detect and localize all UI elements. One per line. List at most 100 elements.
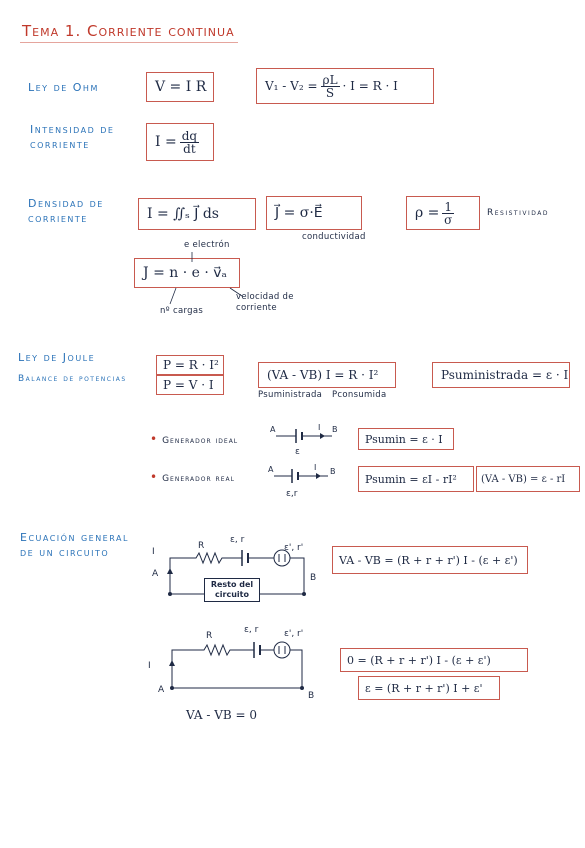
generador-real-label: Generador real	[162, 474, 235, 484]
ideal-b-label: B	[332, 425, 338, 434]
resistividad-lhs: ρ =	[415, 205, 440, 221]
page-title: Tema 1. Corriente continua	[22, 22, 235, 40]
velocidad-note: velocidad de corriente	[236, 292, 294, 313]
circ1-node-a	[168, 592, 172, 596]
section-balance-label: Balance de potencias	[18, 374, 127, 384]
circ2-i-label: I	[148, 661, 151, 671]
generador-ideal-label: Generador ideal	[162, 436, 239, 446]
pconsumida-note: Pconsumida	[332, 390, 387, 400]
circ2-node-b	[300, 686, 304, 690]
circ1-wire-right	[260, 557, 305, 595]
circ2-wire-loop	[172, 649, 303, 689]
cerrado-eq1: 0 = (R + r + r') I - (ε + ε')	[347, 653, 491, 667]
real-eq1: Psumin = εI - rI²	[365, 472, 457, 486]
circuit-open-diagram: R ε, r ε', r' I A B	[152, 535, 316, 596]
circ2-a-label: A	[158, 685, 165, 695]
real-i-label: I	[314, 463, 316, 472]
resistividad-note: Resistividad	[487, 208, 549, 218]
densidad-integral: I = ∬ₛ J⃗ ds	[147, 206, 219, 222]
circ1-i-label: I	[152, 547, 155, 557]
balance-box: (VA - VB) I = R · I²	[258, 362, 396, 388]
intensidad-lhs: I =	[155, 134, 177, 150]
joule-vi-box: P = V · I	[156, 375, 224, 395]
real-b-label: B	[330, 467, 336, 476]
section-joule-label: Ley de Joule	[18, 351, 96, 364]
circ2-b-label: B	[308, 691, 314, 701]
ecuacion-general-eq: VA - VB = (R + r + r') I - (ε + ε')	[339, 553, 518, 567]
section-intensidad-label: Intensidad de corriente	[30, 123, 115, 151]
resistividad-box: ρ = 1 σ	[406, 196, 480, 230]
circ2-current-arrow	[169, 660, 175, 666]
conductividad-note: conductividad	[302, 232, 366, 242]
joule-ri2-box: P = R · I²	[156, 355, 224, 375]
generador-real-item: •Generador real	[150, 470, 235, 484]
ideal-e-label: ε	[295, 447, 300, 457]
circ1-b-label: B	[310, 573, 316, 583]
ohm-f2-left: V₁ - V₂ =	[265, 79, 318, 93]
ncargas-note: nº cargas	[160, 306, 204, 316]
circ1-current-arrow	[167, 568, 173, 574]
circ1-r-label: R	[198, 541, 204, 551]
psuministrada-box: Psuministrada = ε · I	[432, 362, 570, 388]
densidad-arrows	[169, 252, 243, 305]
velocidad-arrow	[229, 287, 243, 297]
densidad-integral-box: I = ∬ₛ J⃗ ds	[138, 198, 256, 230]
resistividad-num: 1	[442, 199, 455, 214]
cerrado-eq2-box: ε = (R + r + r') I + ε'	[358, 676, 500, 700]
ohm-f2-den: S	[325, 85, 335, 100]
circ1-wire-left	[169, 588, 204, 595]
circ2-erp-label: ε', r'	[284, 629, 303, 639]
real-eq2: (VA - VB) = ε - rI	[481, 473, 566, 485]
psuministrada-note: Psuministrada	[258, 390, 323, 400]
densidad-jnev-box: J = n · e · v⃗ₐ	[134, 258, 240, 288]
real-a-label: A	[268, 465, 274, 474]
ohm-formula-box: V = I R	[146, 72, 214, 102]
real-er-label: ε,r	[286, 489, 298, 499]
intensidad-den: dt	[183, 141, 196, 156]
circ1-erp-label: ε', r'	[284, 543, 303, 553]
circ1-resistor	[169, 551, 242, 588]
circ2-r-label: R	[206, 631, 212, 641]
joule-ri2: P = R · I²	[163, 358, 219, 372]
circ1-motor	[273, 549, 291, 567]
electron-note: e electrón	[184, 240, 230, 250]
section-ohm-label: Ley de Ohm	[28, 81, 99, 94]
circuit-closed-diagram: R ε, r ε', r' I A B	[148, 625, 314, 701]
densidad-jnev: J = n · e · v⃗ₐ	[143, 265, 227, 281]
ohm-f2-num: ρL	[320, 72, 340, 87]
resto-circuito-box: Resto del circuito	[204, 578, 260, 602]
title-underline	[20, 42, 238, 43]
cerrado-bottom-eq: VA - VB = 0	[186, 708, 258, 722]
ideal-eq: Psumin = ε · I	[365, 432, 443, 446]
circ2-resistor	[171, 643, 254, 688]
circ1-a-label: A	[152, 569, 159, 579]
cerrado-eq2: ε = (R + r + r') I + ε'	[365, 681, 483, 695]
circ2-node-a	[170, 686, 174, 690]
generator-symbols: A B I ε A B I ε,r	[268, 423, 338, 499]
resistividad-den: σ	[444, 212, 453, 227]
ideal-current-arrow	[320, 433, 325, 439]
circ1-er-label: ε, r	[230, 535, 245, 545]
circ2-er-label: ε, r	[244, 625, 259, 635]
densidad-j-sigma: J⃗ = σ·E⃗	[275, 205, 323, 221]
ecuacion-general-box: VA - VB = (R + r + r') I - (ε + ε')	[332, 546, 528, 574]
bullet-dot: •	[150, 432, 159, 446]
intensidad-fraction: dq dt	[179, 128, 200, 156]
bullet-dot: •	[150, 470, 159, 484]
psuministrada-eq: Psuministrada = ε · I	[441, 368, 569, 382]
ideal-eq-box: Psumin = ε · I	[358, 428, 454, 450]
real-eq1-box: Psumin = εI - rI²	[358, 466, 474, 492]
ideal-a-label: A	[270, 425, 276, 434]
joule-vi: P = V · I	[163, 378, 214, 392]
densidad-conductividad-box: J⃗ = σ·E⃗	[266, 196, 362, 230]
generador-ideal-item: •Generador ideal	[150, 432, 238, 446]
intensidad-num: dq	[179, 128, 200, 143]
ohm-resistance-box: V₁ - V₂ = ρL S · I = R · I	[256, 68, 434, 104]
ohm-f2-fraction: ρL S	[320, 72, 340, 100]
intensidad-box: I = dq dt	[146, 123, 214, 161]
balance-eq: (VA - VB) I = R · I²	[267, 368, 379, 382]
real-current-arrow	[316, 473, 321, 479]
ncargas-arrow	[169, 287, 177, 305]
ohm-f2-right: · I = R · I	[342, 79, 398, 93]
resistividad-fraction: 1 σ	[442, 199, 455, 227]
